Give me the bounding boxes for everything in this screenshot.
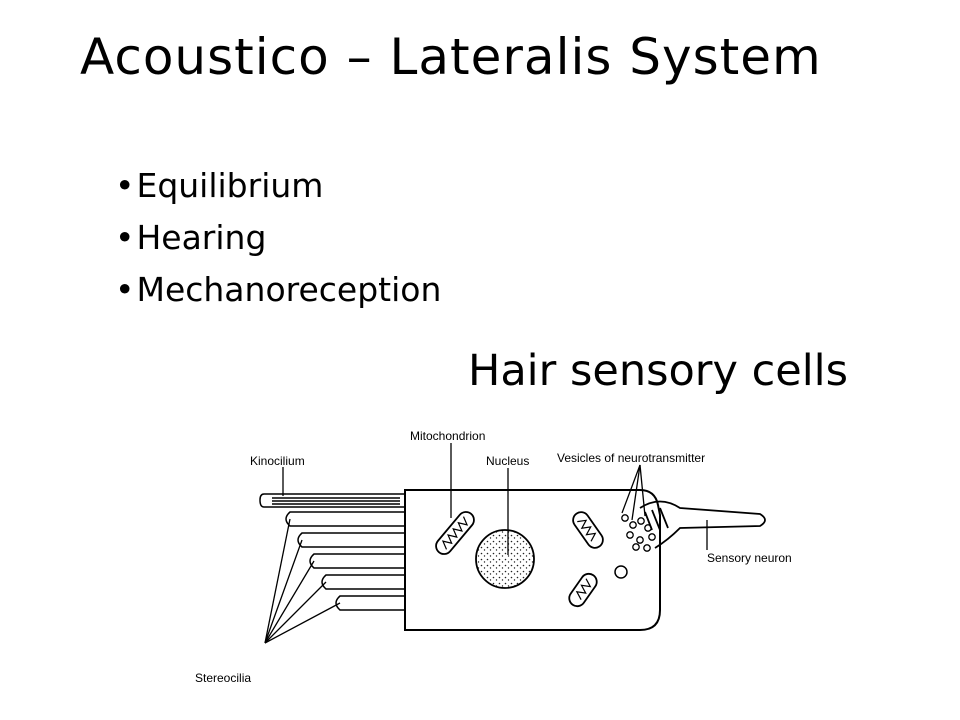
- nucleus: [475, 529, 535, 589]
- label-mitochondrion: Mitochondrion: [410, 429, 485, 443]
- label-leader-lines: [264, 443, 708, 644]
- label-vesicles: Vesicles of neurotransmitter: [557, 451, 705, 465]
- kinocilium: [259, 493, 405, 508]
- cell-body: [404, 489, 661, 631]
- bullet-hearing: Hearing: [115, 212, 441, 264]
- mitochondrion: [435, 511, 475, 555]
- diagram-subtitle: Hair sensory cells: [468, 346, 848, 396]
- vesicles: [621, 514, 656, 552]
- label-nucleus: Nucleus: [486, 454, 529, 468]
- mitochondrion: [572, 511, 604, 549]
- bullet-equilibrium: Equilibrium: [115, 160, 441, 212]
- mitochondrion: [568, 572, 598, 608]
- label-sensory-neuron: Sensory neuron: [707, 551, 792, 565]
- bullet-list: Equilibrium Hearing Mechanoreception: [115, 160, 441, 316]
- organelle: [614, 565, 628, 579]
- sensory-neuron: [639, 500, 766, 549]
- label-stereocilia: Stereocilia: [195, 671, 251, 685]
- bullet-mechanoreception: Mechanoreception: [115, 264, 441, 316]
- stereocilia: [285, 511, 405, 611]
- slide-title: Acoustico – Lateralis System: [80, 28, 822, 86]
- label-kinocilium: Kinocilium: [250, 454, 305, 468]
